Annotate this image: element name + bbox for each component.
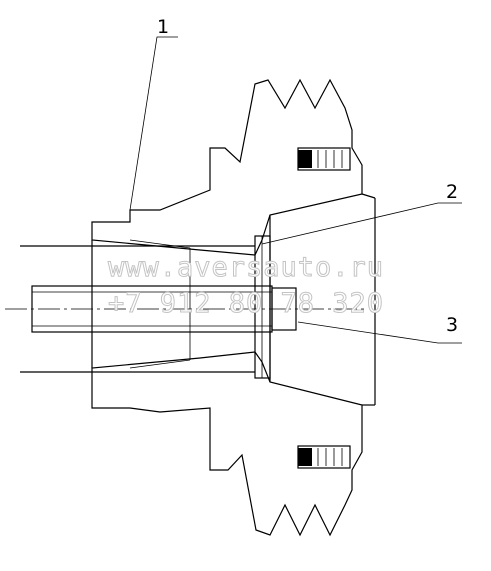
callout-3: 3 [446, 314, 458, 336]
pulley-section-lower [91, 351, 363, 537]
callout-1: 1 [157, 16, 169, 38]
set-screw-lower [297, 445, 351, 469]
pulley-section-upper [91, 78, 363, 256]
leader-lines [129, 36, 462, 344]
shaft [20, 245, 255, 373]
callout-2: 2 [446, 181, 458, 203]
washer [254, 235, 271, 379]
watermark-phone: +7 912 80 78 320 [108, 288, 384, 319]
set-screw-upper [297, 147, 351, 171]
watermark-site: www.aversauto.ru [108, 252, 384, 283]
